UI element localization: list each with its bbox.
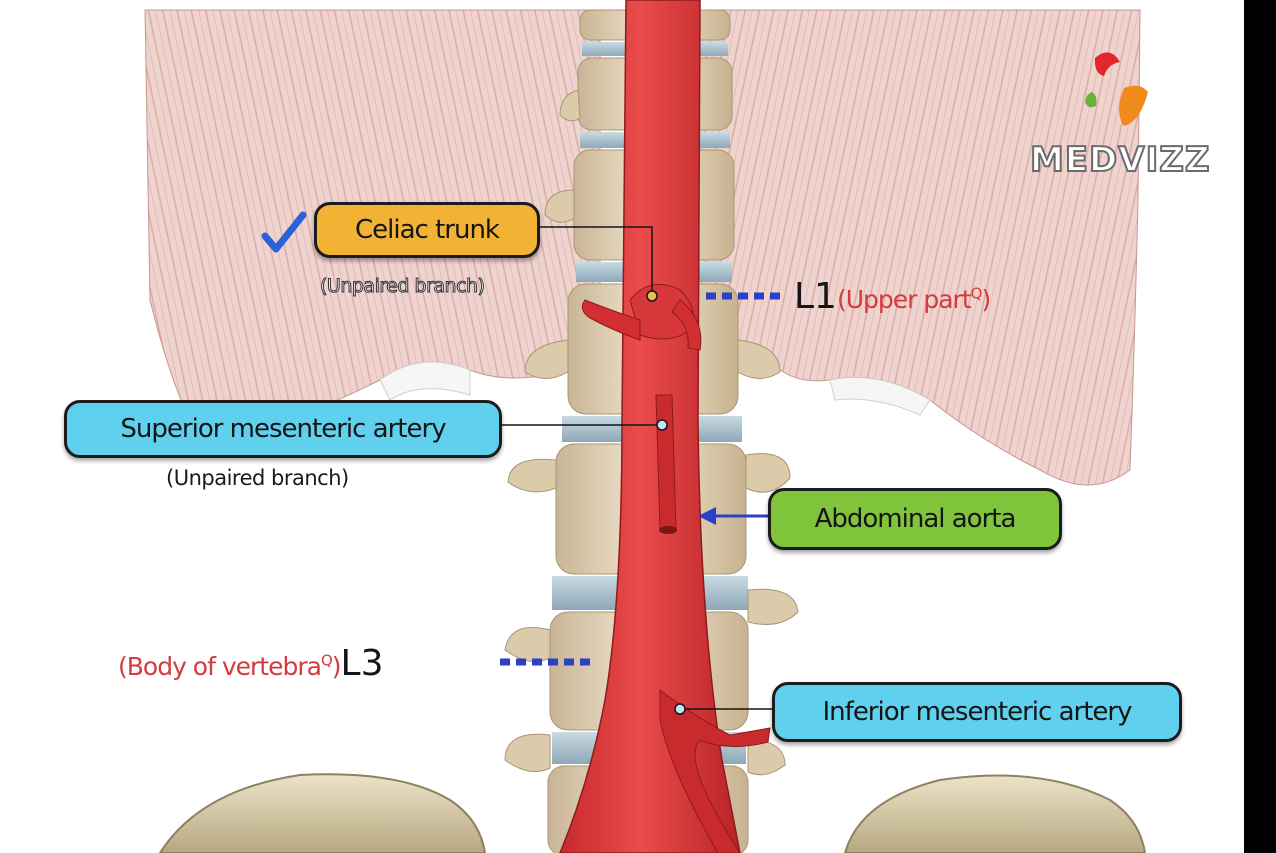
l3-note-mark: Q (321, 652, 332, 670)
pelvis-left (160, 774, 485, 853)
l3-note: (Body of vertebraQ) (118, 652, 341, 681)
l3-text: L3 (341, 643, 384, 684)
level-l3: (Body of vertebraQ) L3 (118, 643, 384, 684)
pelvis-right (845, 776, 1145, 853)
l3-note-text: (Body of vertebra (118, 652, 321, 681)
sma-text: Superior mesenteric artery (120, 414, 445, 444)
label-superior-mesenteric-artery: Superior mesenteric artery (64, 400, 502, 458)
celiac-trunk-text: Celiac trunk (355, 215, 499, 245)
ima-point (675, 704, 685, 714)
ima-text: Inferior mesenteric artery (823, 697, 1132, 727)
logo-text: MEDVIZZ (1030, 140, 1210, 184)
l1-note: (Upper partQ) (837, 285, 990, 314)
l1-note-mark: Q (971, 285, 982, 303)
celiac-sub: (Unpaired branch) (320, 275, 485, 297)
label-celiac-trunk: Celiac trunk (314, 202, 540, 258)
celiac-point (647, 291, 657, 301)
label-abdominal-aorta: Abdominal aorta (768, 488, 1062, 550)
label-inferior-mesenteric-artery: Inferior mesenteric artery (772, 682, 1182, 742)
level-l1: L1 (Upper partQ) (794, 276, 990, 317)
l3-note-close: ) (332, 652, 341, 681)
letterbox-bar (1244, 0, 1276, 853)
sma-sub: (Unpaired branch) (166, 466, 349, 490)
l1-text: L1 (794, 276, 837, 317)
aorta-text: Abdominal aorta (815, 504, 1016, 534)
sma-point (657, 420, 667, 430)
l1-note-text: (Upper part (837, 285, 971, 314)
l1-note-close: ) (981, 285, 990, 314)
